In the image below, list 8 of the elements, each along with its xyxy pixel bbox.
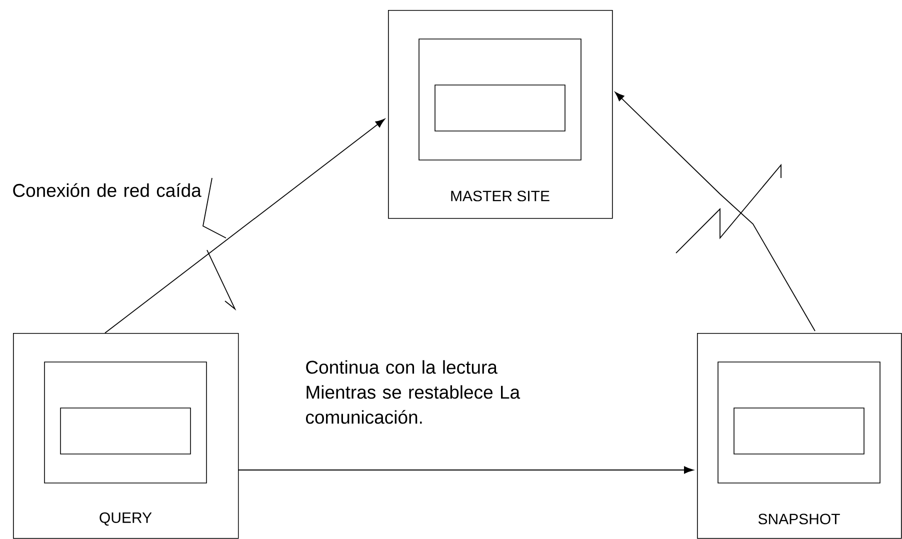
arrow [104, 118, 385, 334]
edge-label: Continua con la lectura Mientras se restablece La comunicación. [306, 360, 520, 424]
computer-box: SNAPSHOT [697, 333, 902, 539]
arrow [614, 92, 816, 332]
computer-box: MASTER SITE [388, 10, 613, 219]
note-label: Conexión de red caída [13, 183, 202, 198]
arrow [238, 466, 694, 474]
computer-box: QUERY [13, 333, 239, 539]
